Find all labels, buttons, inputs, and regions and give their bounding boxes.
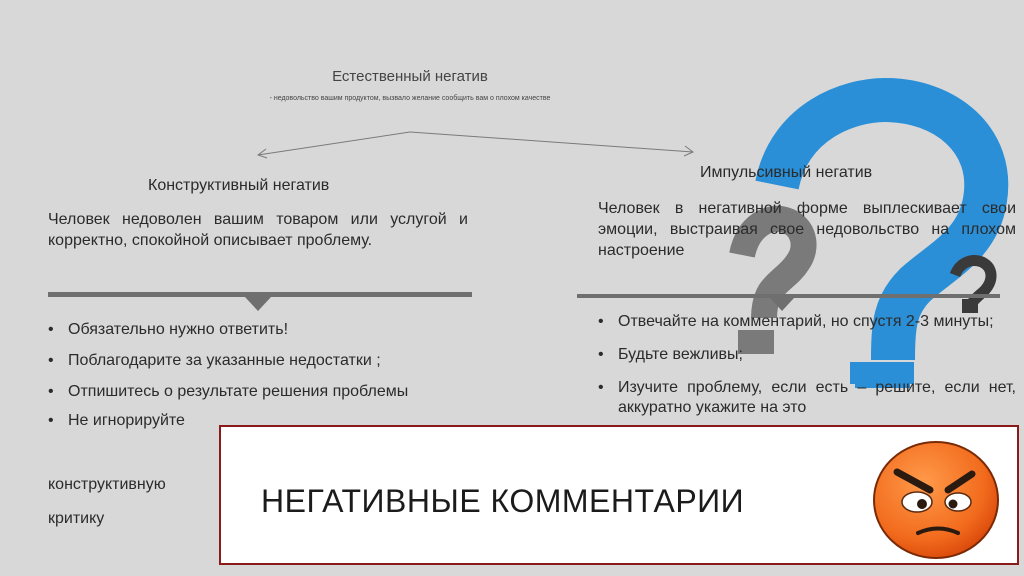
list-item: •Поблагодарите за указанные недостатки ; [48,352,381,369]
list-item: •Не игнорируйте [48,412,185,429]
list-item: •Отвечайте на комментарий, но спустя 2-3… [598,313,994,330]
right-bullet-list: •Отвечайте на комментарий, но спустя 2-3… [598,312,1016,418]
list-item: •Отпишитесь о результате решения проблем… [48,383,409,400]
left-bullet-list: •Обязательно нужно ответить! •Поблагодар… [48,320,468,431]
left-description: Человек недоволен вашим товаром или услу… [48,211,468,249]
list-item: •Обязательно нужно ответить! [48,321,289,338]
page-subtitle: - недовольство вашим продуктом, вызвало … [269,95,551,102]
left-tail-line-2: критику [48,510,105,527]
page-title: Естественный негатив [332,68,488,85]
arrow-left [257,131,411,156]
right-description: Человек в негативной форме выплескивает … [598,200,1016,259]
list-item: •Изучите проблему, если есть – решите, е… [598,379,1016,416]
arrow-right [409,131,694,153]
banner-title: НЕГАТИВНЫЕ КОММЕНТАРИИ [261,483,745,519]
left-tail-line-1: конструктивную [48,476,166,493]
left-heading: Конструктивный негатив [148,177,330,194]
list-item: •Будьте вежливы; [598,346,743,363]
right-heading: Импульсивный негатив [700,164,873,181]
